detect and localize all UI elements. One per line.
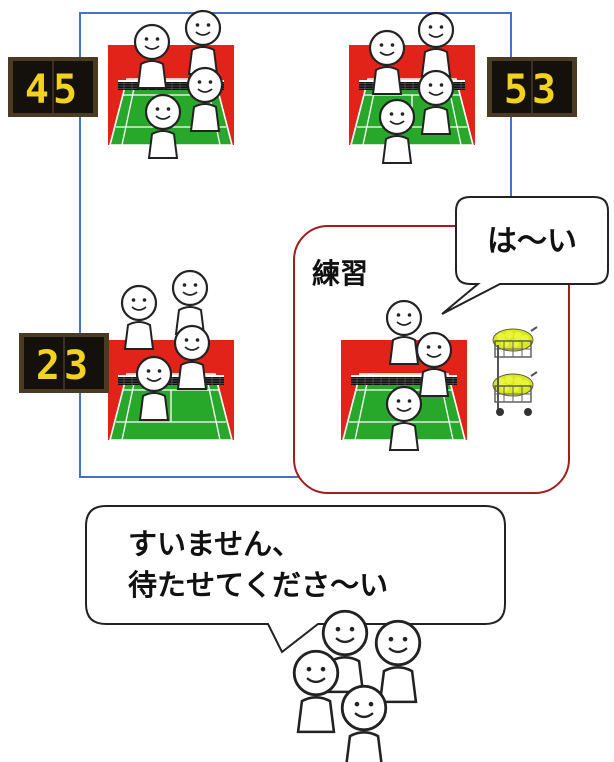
scoreboard-bottom-left: 23: [36, 343, 92, 389]
speech-bubble-small: [441, 196, 609, 315]
speech-text-small: は〜い: [487, 224, 577, 259]
speech-text-large-line2: 待たせてくださ〜い: [128, 568, 388, 602]
player: [120, 284, 158, 351]
waiting-person: [340, 684, 388, 762]
player: [184, 9, 222, 76]
scoreboard-top-right: 53: [504, 67, 560, 113]
speech-bubble-large: [85, 505, 506, 654]
basket-wheel: [524, 408, 532, 416]
player: [417, 11, 455, 78]
basket-wheel: [496, 408, 504, 416]
scoreboard-top-left: 45: [25, 67, 81, 113]
court-top-right: [348, 44, 476, 146]
speech-text-large-line1: すいません、: [128, 527, 301, 561]
player: [171, 269, 209, 336]
practice-label: 練習: [312, 257, 368, 290]
waiting-person: [374, 619, 422, 704]
court-bottom-left: [107, 339, 235, 441]
